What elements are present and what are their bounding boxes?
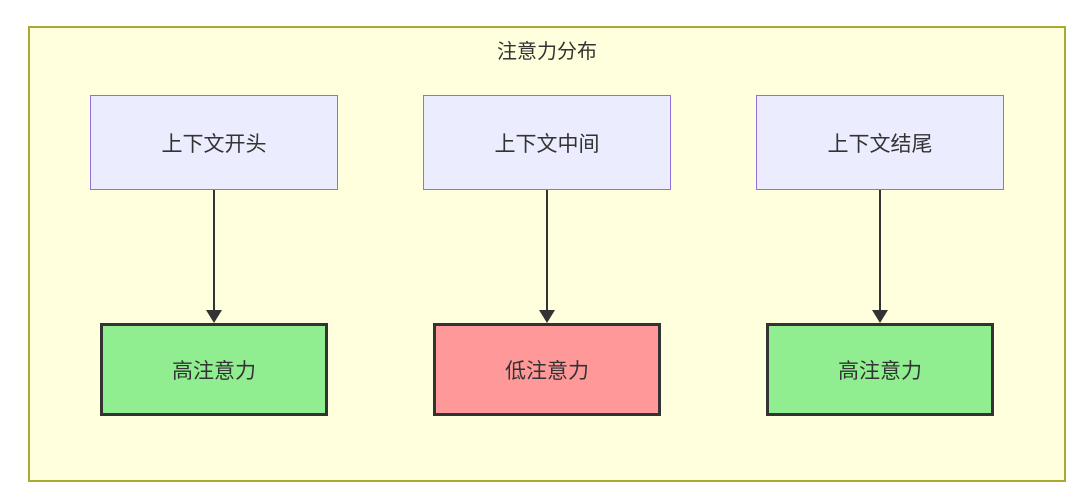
- arrow-context-start-to-high-attention: [206, 190, 222, 323]
- node-context-middle-label: 上下文中间: [494, 131, 600, 156]
- node-context-end-label: 上下文结尾: [827, 131, 933, 156]
- node-context-start-label: 上下文开头: [161, 131, 267, 156]
- column-context-start: 上下文开头 高注意力: [90, 95, 338, 416]
- arrowhead-down-icon: [206, 310, 222, 323]
- column-context-end: 上下文结尾 高注意力: [756, 95, 1004, 416]
- arrow-line: [546, 190, 548, 310]
- arrowhead-down-icon: [872, 310, 888, 323]
- node-context-end: 上下文结尾: [756, 95, 1004, 190]
- node-context-middle: 上下文中间: [423, 95, 671, 190]
- node-high-attention-2: 高注意力: [766, 323, 994, 416]
- diagram-columns: 上下文开头 高注意力 上下文中间 低注意力 上下文结: [30, 95, 1064, 416]
- arrowhead-down-icon: [539, 310, 555, 323]
- node-high-attention-1: 高注意力: [100, 323, 328, 416]
- node-low-attention-label: 低注意力: [505, 358, 589, 383]
- arrow-line: [879, 190, 881, 310]
- node-low-attention: 低注意力: [433, 323, 661, 416]
- node-context-start: 上下文开头: [90, 95, 338, 190]
- node-high-attention-1-label: 高注意力: [172, 358, 256, 383]
- arrow-context-end-to-high-attention: [872, 190, 888, 323]
- column-context-middle: 上下文中间 低注意力: [423, 95, 671, 416]
- node-high-attention-2-label: 高注意力: [838, 358, 922, 383]
- subgraph-attention-distribution: 注意力分布 上下文开头 高注意力 上下文中间 低注意力: [28, 26, 1066, 482]
- arrow-context-middle-to-low-attention: [539, 190, 555, 323]
- arrow-line: [213, 190, 215, 310]
- diagram-title: 注意力分布: [497, 39, 597, 63]
